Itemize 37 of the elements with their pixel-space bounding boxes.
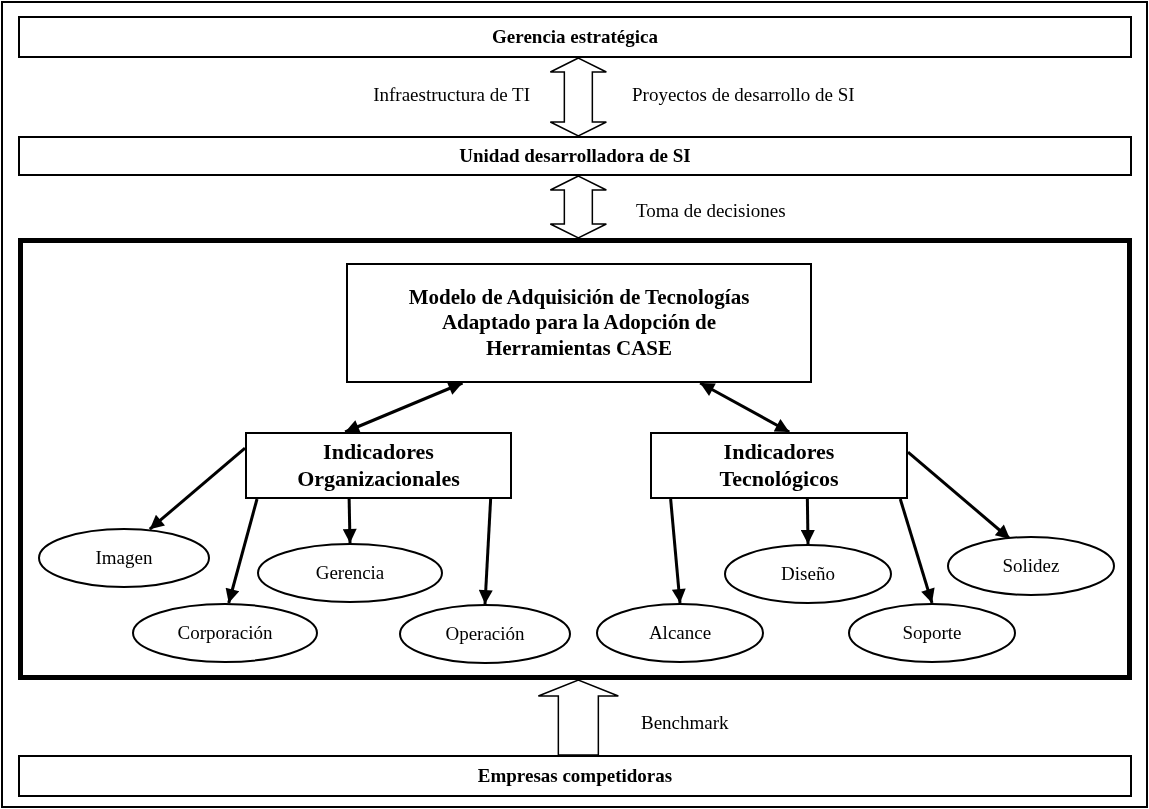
double-block-arrow	[549, 57, 608, 137]
process-box	[18, 136, 1132, 176]
model-frame	[18, 238, 1132, 680]
arrow-label: Infraestructura de TI	[373, 84, 530, 107]
arrow	[800, 498, 815, 545]
node-text: Alcance	[648, 621, 712, 645]
node-text: Solidez	[1002, 554, 1060, 578]
arrow-label: Toma de decisiones	[636, 200, 786, 223]
arrow	[148, 446, 246, 531]
process-box	[650, 432, 908, 499]
node-text: Indicadores Organizacionales	[296, 439, 461, 492]
arrow	[225, 498, 259, 604]
arrow	[344, 381, 464, 434]
node-text: Empresas competidoras	[477, 764, 673, 788]
node-text: Imagen	[95, 546, 153, 570]
process-box	[346, 263, 812, 383]
arrow	[898, 498, 935, 604]
arrow	[478, 498, 493, 605]
node-text: Soporte	[902, 621, 962, 645]
node-text: Gerencia estratégica	[492, 25, 658, 49]
block-arrow	[537, 679, 620, 756]
node-text: Diseño	[781, 562, 835, 586]
node-text: Unidad desarrolladora de SI	[459, 144, 691, 168]
node-text: Operación	[445, 622, 525, 646]
double-block-arrow	[549, 175, 608, 239]
arrow-label: Proyectos de desarrollo de SI	[632, 84, 855, 107]
process-box	[245, 432, 512, 499]
node-text: Indicadores Tecnológicos	[718, 439, 840, 492]
arrow-label: Benchmark	[641, 712, 729, 735]
arrow	[342, 498, 357, 544]
node-text: Gerencia	[315, 561, 385, 585]
node-text: Modelo de Adquisición de Tecnologías Adaptado para la Adopción de Herramientas CASE	[407, 285, 751, 361]
node-text: Corporación	[177, 621, 273, 645]
process-box	[18, 755, 1132, 797]
process-box	[18, 16, 1132, 58]
arrow	[669, 498, 686, 604]
arrow	[699, 381, 791, 434]
